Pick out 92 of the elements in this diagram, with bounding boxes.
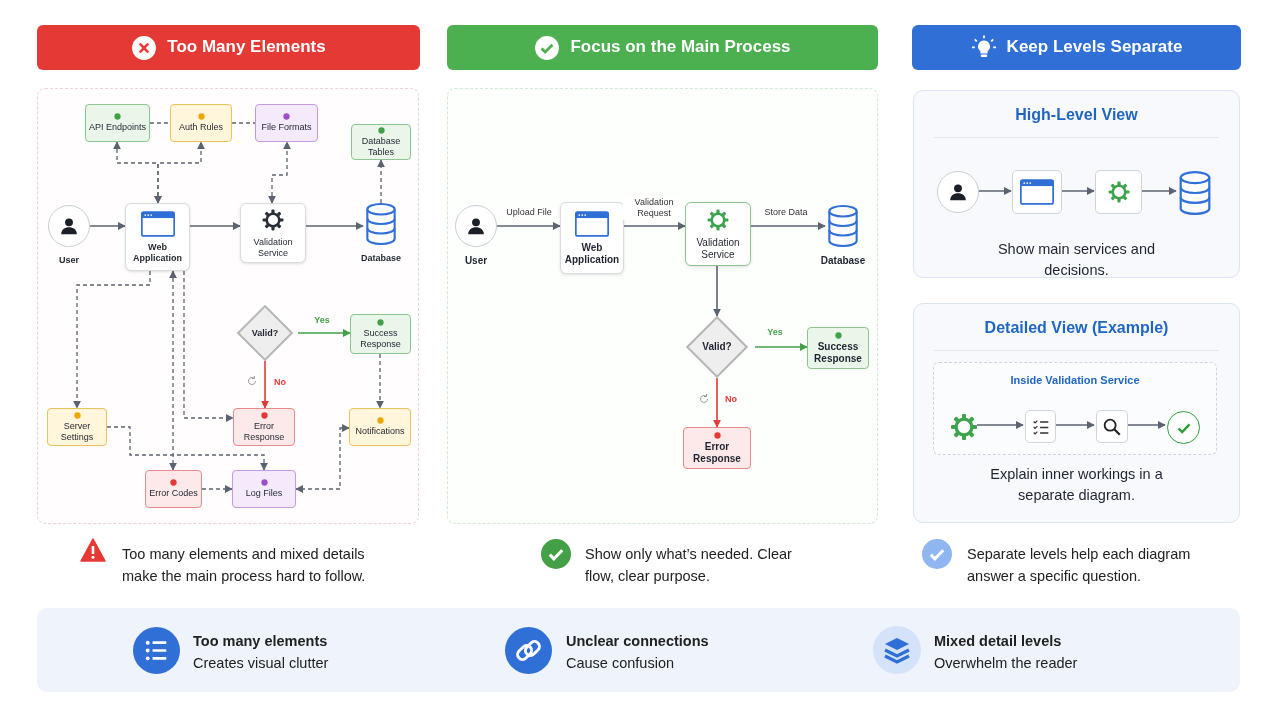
note-text: Too many elements and mixed details make the main process hard to follow. — [122, 545, 367, 586]
process-box — [560, 202, 624, 274]
connector-line — [231, 122, 256, 124]
arrow — [1140, 187, 1177, 195]
arrow — [977, 187, 1012, 195]
process-box — [807, 327, 869, 369]
arrow — [713, 377, 721, 428]
panel-card — [913, 303, 1240, 523]
node-label: Auth Rules — [179, 122, 223, 133]
arrow — [268, 141, 291, 204]
arrow — [377, 159, 385, 204]
feature-title: Too many elements — [193, 632, 329, 651]
arrow — [261, 360, 269, 409]
header-title: Focus on the Main Process — [570, 37, 791, 58]
arrow — [73, 270, 151, 409]
arrow — [1060, 187, 1095, 195]
panel-card — [913, 90, 1240, 278]
process-box — [683, 427, 751, 469]
arrow — [189, 222, 241, 230]
arrow — [183, 270, 234, 422]
node-label: Valid? — [251, 327, 279, 339]
node-label: Success Response — [813, 340, 863, 365]
arrow — [754, 343, 808, 351]
process-box — [145, 470, 202, 508]
process-box — [170, 104, 232, 142]
arrow — [623, 222, 686, 230]
process-box — [85, 104, 150, 142]
frame-title: Inside Validation Service — [1009, 374, 1141, 388]
node-label: Database Tables — [360, 135, 402, 158]
node-label: Success Response — [359, 327, 402, 350]
arrow — [376, 353, 384, 409]
arrow — [106, 426, 268, 471]
arrow — [89, 222, 126, 230]
node-label: File Formats — [261, 122, 312, 133]
node-label: Validation Service — [695, 236, 741, 261]
arrow — [169, 270, 177, 471]
node-label: Validation Service — [252, 236, 294, 259]
card-title: High-Level View — [1014, 105, 1139, 125]
process-box — [685, 202, 751, 266]
arrow — [201, 485, 233, 493]
arrow — [713, 265, 721, 317]
node-label: Web Application — [132, 241, 183, 264]
process-box — [240, 203, 306, 263]
node-label: Error Response — [242, 420, 286, 443]
icon-tile — [1012, 170, 1062, 214]
node-label: Database — [361, 253, 401, 264]
process-box — [233, 408, 295, 446]
node-label: Error Codes — [149, 488, 198, 499]
header-banner — [37, 25, 420, 70]
process-box — [47, 408, 107, 446]
feature-title: Mixed detail levels — [934, 632, 1063, 651]
node-label: Error Response — [692, 440, 742, 465]
arrow — [750, 222, 826, 230]
process-box — [349, 408, 411, 446]
note-text: Separate levels help each diagram answer a specific question. — [967, 545, 1192, 586]
feature-description: Overwhelm the reader — [934, 654, 1079, 673]
node-label: Log Files — [245, 488, 283, 499]
node-label: Database — [820, 255, 866, 267]
icon-tile — [1095, 170, 1142, 214]
node-label: Web Application — [563, 241, 621, 266]
arrow — [976, 421, 1024, 429]
process-box — [125, 203, 190, 271]
arrow — [154, 141, 205, 204]
feature-description: Creates visual clutter — [193, 654, 330, 673]
arrow — [305, 222, 364, 230]
note-text: Show only what’s needed. Clear flow, clear purpose. — [585, 545, 793, 586]
card-title: Detailed View (Example) — [983, 318, 1170, 338]
connector-line — [149, 122, 171, 124]
header-banner — [447, 25, 878, 70]
card-text: Show main services and decisions. — [996, 240, 1157, 280]
node-label: Valid? — [702, 341, 732, 353]
feature-description: Cause confusion — [566, 654, 675, 673]
process-box — [350, 314, 411, 354]
arrow — [496, 222, 561, 230]
icon-circle — [937, 171, 979, 213]
process-box — [232, 470, 296, 508]
arrow — [295, 424, 350, 493]
process-box — [351, 124, 411, 160]
card-text: Explain inner workings in a separate diagram. — [989, 465, 1164, 505]
arrow — [297, 329, 351, 337]
node-label: User — [59, 255, 79, 266]
node-label: Server Settings — [59, 420, 95, 443]
header-title: Keep Levels Separate — [1006, 37, 1183, 58]
feature-title: Unclear connections — [566, 632, 710, 651]
node-label: Notifications — [355, 426, 405, 437]
node-label: API Endpoints — [88, 122, 146, 133]
header-title: Too Many Elements — [167, 37, 326, 58]
process-box — [255, 104, 318, 142]
dashed-frame — [933, 362, 1217, 455]
header-banner — [912, 25, 1241, 70]
edge-label: Upload File — [505, 207, 553, 219]
node-label: User — [464, 255, 488, 267]
